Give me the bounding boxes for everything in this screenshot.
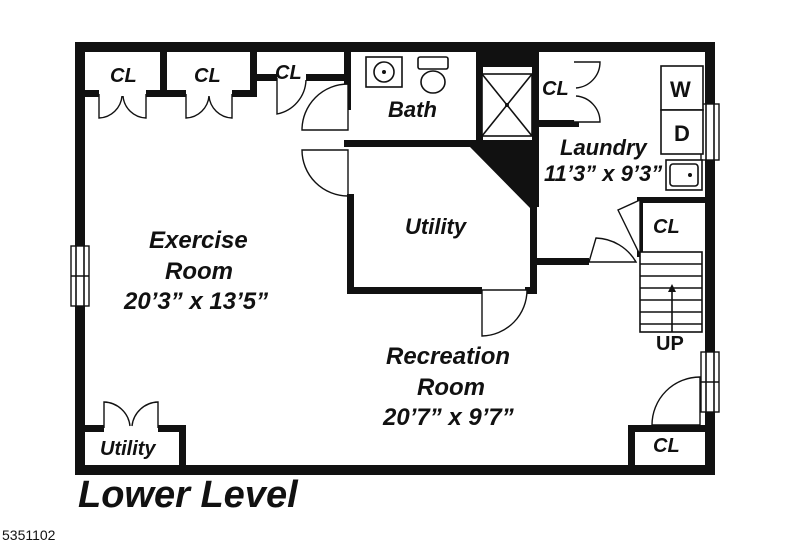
bottom-closet-door — [651, 376, 701, 426]
exercise-room-name-2: Room — [165, 258, 233, 285]
utility-walls — [347, 147, 537, 294]
closet-doors-top — [98, 78, 307, 119]
stairs-up-label: UP — [656, 333, 684, 355]
closet-label-1: CL — [110, 65, 137, 87]
bath-fixtures — [365, 56, 533, 137]
bath-doors — [301, 83, 349, 197]
closet-walls-top — [85, 52, 351, 110]
stair-closet-door — [617, 198, 641, 256]
recreation-room-name-2: Room — [417, 374, 485, 401]
bath-label: Bath — [388, 97, 437, 122]
window-left — [70, 245, 90, 307]
recreation-room-size: 20’7” x 9’7” — [382, 404, 514, 431]
small-utility-walls — [85, 425, 186, 465]
stairs — [639, 251, 703, 333]
small-utility-label: Utility — [100, 438, 156, 460]
laundry-name: Laundry — [560, 135, 649, 160]
small-utility-door — [103, 401, 159, 428]
closet-label-3: CL — [275, 62, 302, 84]
exercise-room-size: 20’3” x 13’5” — [123, 288, 268, 315]
utility-center-label: Utility — [405, 214, 468, 239]
window-right-top — [700, 103, 720, 161]
window-right-bottom — [700, 351, 720, 413]
dryer-label: D — [674, 121, 690, 146]
laundry-closet-door — [574, 61, 601, 123]
listing-number: 5351102 — [2, 527, 56, 543]
laundry-size: 11’3” x 9’3” — [544, 161, 662, 186]
laundry-closet-label: CL — [542, 78, 569, 100]
bottom-closet-walls — [628, 425, 705, 465]
washer-label: W — [670, 77, 691, 102]
floor-level-caption: Lower Level — [78, 474, 298, 516]
laundry-door — [588, 237, 638, 263]
stair-closet-label: CL — [653, 216, 680, 238]
closet-label-2: CL — [194, 65, 221, 87]
appliances — [660, 65, 704, 191]
utility-door — [481, 289, 528, 337]
recreation-room-name-1: Recreation — [386, 343, 510, 370]
bottom-closet-label: CL — [653, 435, 680, 457]
bath-walls — [344, 52, 539, 207]
exercise-room-name-1: Exercise — [149, 227, 248, 254]
